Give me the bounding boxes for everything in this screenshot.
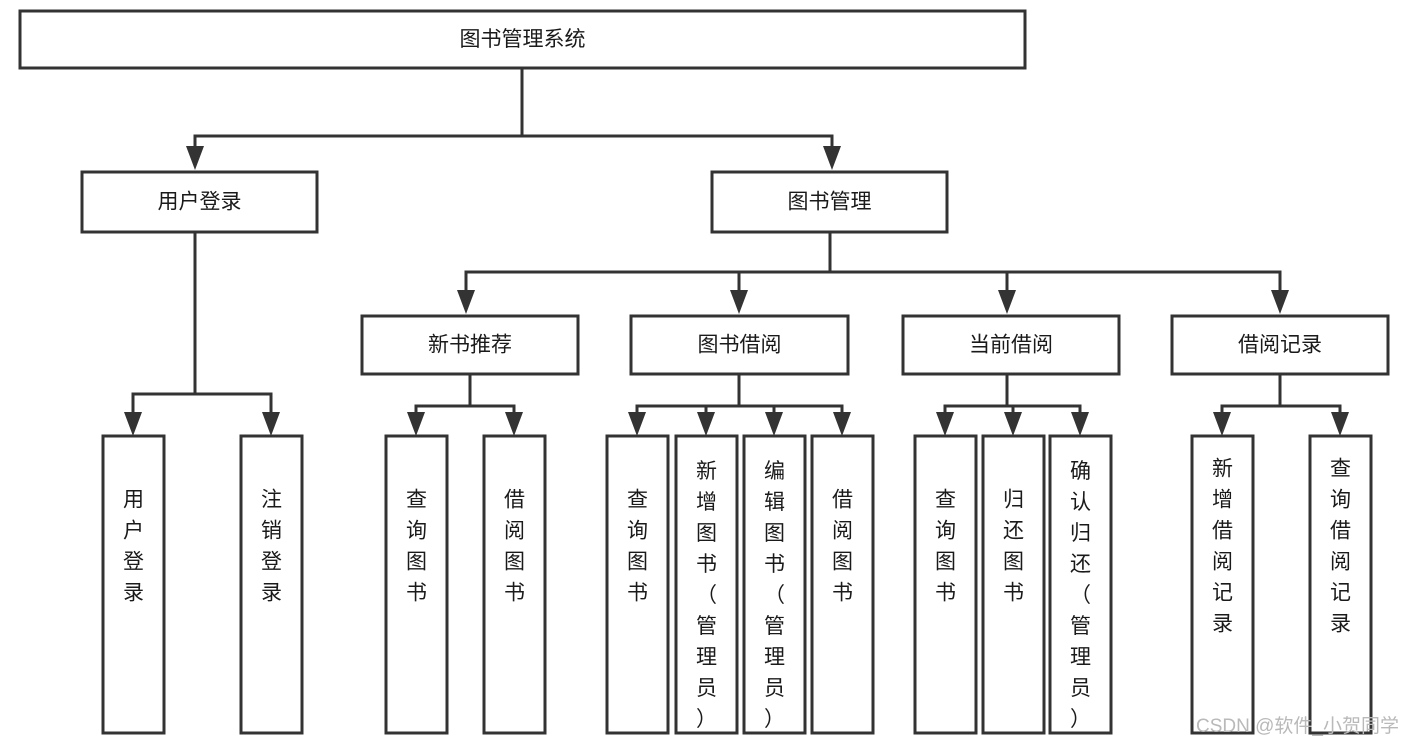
node-box-leaf-query-book-rec[interactable] (384, 434, 449, 735)
arrow-head-icon (1213, 412, 1231, 436)
arrow-head-icon (765, 412, 783, 436)
node-box-user-login[interactable] (80, 170, 319, 234)
node-label-leaf-query-book-bb: 查询图书 (627, 489, 648, 605)
node-box-leaf-query-record[interactable] (1308, 434, 1373, 735)
node-leaf-query-record[interactable]: 查询借阅记录 (1308, 434, 1373, 735)
node-box-leaf-add-book[interactable] (674, 434, 739, 735)
node-label-leaf-query-book-cb: 查询图书 (935, 489, 956, 605)
node-label-leaf-edit-book: 编辑图书（管理员） (764, 460, 785, 731)
node-box-new-book-rec[interactable] (360, 314, 580, 376)
node-label-leaf-borrow-book-bb: 借阅图书 (832, 489, 853, 605)
arrow-head-icon (1004, 412, 1022, 436)
node-box-leaf-confirm-return[interactable] (1048, 434, 1113, 735)
node-leaf-add-book[interactable]: 新增图书（管理员） (674, 434, 739, 735)
node-box-leaf-user-logout[interactable] (239, 434, 304, 735)
node-label-current-borrow: 当前借阅 (969, 334, 1053, 357)
node-borrow-record[interactable]: 借阅记录 (1170, 314, 1390, 376)
node-user-login[interactable]: 用户登录 (80, 170, 319, 234)
arrow-head-icon (730, 290, 748, 314)
node-current-borrow[interactable]: 当前借阅 (901, 314, 1121, 376)
node-leaf-borrow-book-rec[interactable]: 借阅图书 (482, 434, 547, 735)
node-label-leaf-return-book: 归还图书 (1003, 489, 1024, 605)
node-box-leaf-add-record[interactable] (1190, 434, 1255, 735)
arrow-head-icon (457, 290, 475, 314)
node-leaf-user-logout[interactable]: 注销登录 (239, 434, 304, 735)
node-leaf-confirm-return[interactable]: 确认归还（管理员） (1048, 434, 1113, 735)
node-label-book-manage: 图书管理 (788, 191, 872, 214)
arrow-head-icon (505, 412, 523, 436)
node-layer: 图书管理系统用户登录图书管理新书推荐图书借阅当前借阅借阅记录用户登录注销登录查询… (18, 9, 1390, 735)
node-box-leaf-user-login[interactable] (101, 434, 166, 735)
node-leaf-user-login[interactable]: 用户登录 (101, 434, 166, 735)
node-new-book-rec[interactable]: 新书推荐 (360, 314, 580, 376)
node-box-borrow-record[interactable] (1170, 314, 1390, 376)
node-leaf-query-book-cb[interactable]: 查询图书 (913, 434, 978, 735)
node-label-new-book-rec: 新书推荐 (428, 334, 512, 357)
node-box-book-manage[interactable] (710, 170, 949, 234)
arrow-head-icon (823, 146, 841, 170)
node-leaf-query-book-bb[interactable]: 查询图书 (605, 434, 670, 735)
node-box-book-borrow[interactable] (629, 314, 850, 376)
arrow-head-icon (833, 412, 851, 436)
node-leaf-return-book[interactable]: 归还图书 (981, 434, 1046, 735)
arrow-head-icon (1271, 290, 1289, 314)
node-box-leaf-return-book[interactable] (981, 434, 1046, 735)
node-label-leaf-add-book: 新增图书（管理员） (696, 460, 717, 731)
arrow-head-icon (407, 412, 425, 436)
arrow-head-icon (628, 412, 646, 436)
node-book-manage[interactable]: 图书管理 (710, 170, 949, 234)
arrow-head-icon (998, 290, 1016, 314)
node-label-leaf-user-login: 用户登录 (123, 489, 144, 605)
node-leaf-edit-book[interactable]: 编辑图书（管理员） (742, 434, 807, 735)
csdn-watermark: CSDN @软件_小贺同学 (1196, 715, 1399, 737)
arrow-head-icon (697, 412, 715, 436)
node-label-borrow-record: 借阅记录 (1238, 334, 1322, 357)
node-label-leaf-query-record: 查询借阅记录 (1330, 458, 1351, 636)
arrow-head-icon (1331, 412, 1349, 436)
node-leaf-add-record[interactable]: 新增借阅记录 (1190, 434, 1255, 735)
arrow-head-layer (124, 146, 1349, 436)
node-label-leaf-borrow-book-rec: 借阅图书 (504, 489, 525, 605)
node-book-borrow[interactable]: 图书借阅 (629, 314, 850, 376)
node-leaf-query-book-rec[interactable]: 查询图书 (384, 434, 449, 735)
node-box-leaf-edit-book[interactable] (742, 434, 807, 735)
node-label-leaf-user-logout: 注销登录 (261, 489, 282, 605)
node-label-leaf-confirm-return: 确认归还（管理员） (1070, 460, 1091, 731)
node-label-root: 图书管理系统 (460, 28, 586, 51)
node-box-leaf-borrow-book-rec[interactable] (482, 434, 547, 735)
node-label-leaf-query-book-rec: 查询图书 (406, 489, 427, 605)
arrow-head-icon (124, 412, 142, 436)
arrow-head-icon (262, 412, 280, 436)
node-box-current-borrow[interactable] (901, 314, 1121, 376)
arrow-head-icon (936, 412, 954, 436)
arrow-head-icon (1071, 412, 1089, 436)
node-box-leaf-query-book-bb[interactable] (605, 434, 670, 735)
node-label-book-borrow: 图书借阅 (698, 334, 782, 357)
node-box-root[interactable] (18, 9, 1027, 70)
node-box-leaf-query-book-cb[interactable] (913, 434, 978, 735)
node-leaf-borrow-book-bb[interactable]: 借阅图书 (810, 434, 875, 735)
node-box-leaf-borrow-book-bb[interactable] (810, 434, 875, 735)
node-label-leaf-add-record: 新增借阅记录 (1212, 458, 1233, 636)
node-root[interactable]: 图书管理系统 (18, 9, 1027, 70)
arrow-head-icon (186, 146, 204, 170)
node-label-user-login: 用户登录 (158, 191, 242, 214)
